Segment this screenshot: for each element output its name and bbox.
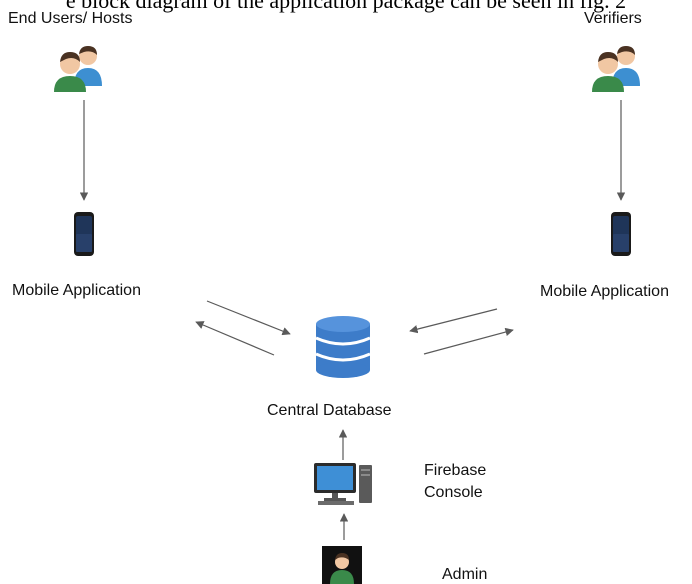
arrow-app-left-to-db: [206, 300, 291, 336]
admin-label: Admin: [442, 566, 488, 583]
end-users-icon: [54, 46, 102, 92]
arrow-db-to-app-left: [195, 321, 275, 356]
computer-icon: [314, 463, 372, 505]
central-database-label: Central Database: [267, 402, 392, 419]
mobile-phone-right-icon: [611, 212, 631, 256]
figure-caption: e block diagram of the application packa…: [65, 0, 627, 13]
mobile-app-right-label: Mobile Application: [540, 283, 669, 300]
mobile-app-left-label: Mobile Application: [12, 282, 141, 299]
firebase-console-label-line1: Firebase: [424, 462, 487, 479]
verifiers-icon: [592, 46, 640, 92]
firebase-console-label-line2: Console: [424, 484, 483, 501]
verifiers-label: Verifiers: [584, 10, 642, 27]
mobile-phone-left-icon: [74, 212, 94, 256]
end-users-label: End Users/ Hosts: [8, 10, 133, 27]
database-icon: [315, 316, 371, 378]
admin-icon: [322, 546, 362, 584]
arrow-db-to-app-right: [423, 327, 514, 355]
arrow-app-right-to-db: [409, 308, 498, 334]
